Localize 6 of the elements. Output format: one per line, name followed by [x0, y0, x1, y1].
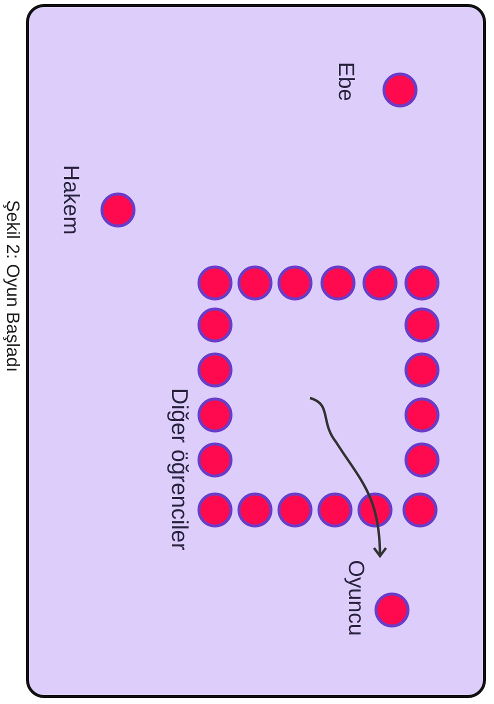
player-label: Oyuncu	[345, 560, 367, 636]
group-label: Diğer öğrenciler	[168, 388, 191, 550]
player-label: Hakem	[60, 165, 82, 235]
caption: Şekil 2: Oyun Başladı	[4, 200, 22, 372]
arrow	[310, 396, 388, 558]
player-label: Ebe	[335, 62, 357, 102]
